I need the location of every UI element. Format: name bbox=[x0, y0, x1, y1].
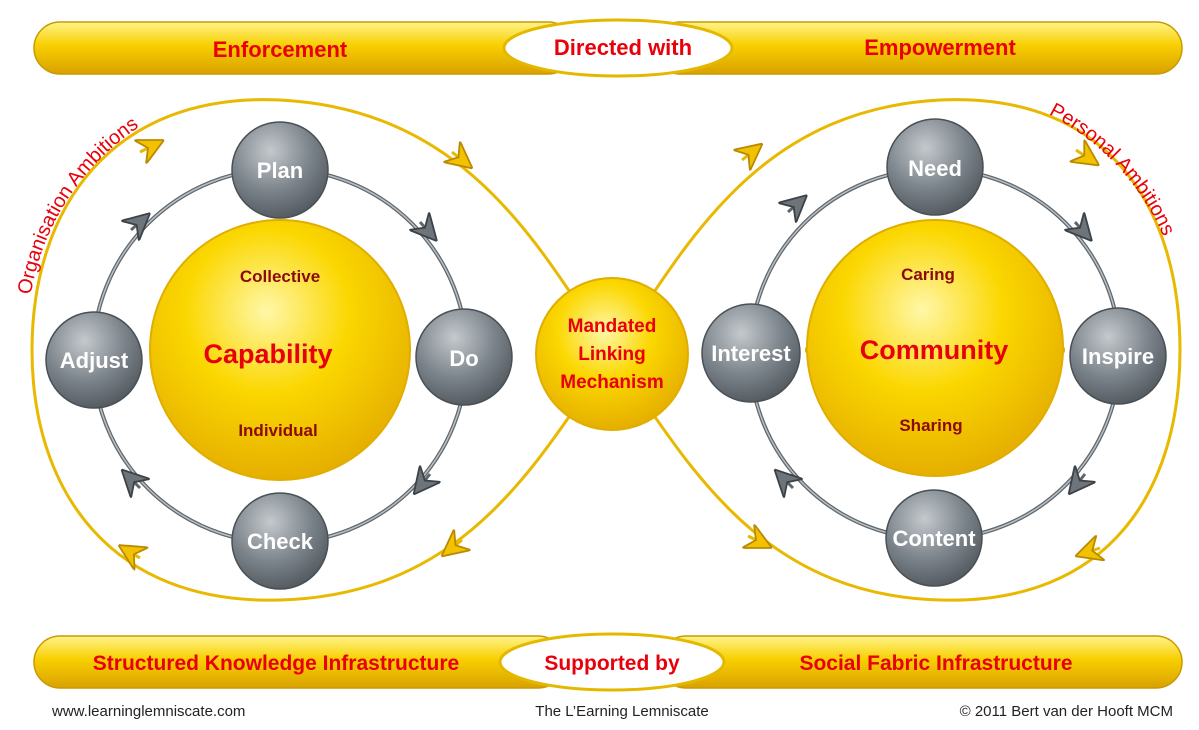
node-inspire bbox=[1069, 307, 1167, 405]
right-cycle: Caring Community Sharing Need Inspire Co… bbox=[701, 118, 1167, 587]
node-need bbox=[886, 118, 984, 216]
gold-arrow-right-top bbox=[1076, 150, 1088, 158]
node-adjust-label: Adjust bbox=[60, 348, 129, 373]
gold-arrow-right-lower-left bbox=[748, 536, 760, 542]
community-circle bbox=[806, 219, 1064, 477]
top-banner-center-label: Directed with bbox=[554, 35, 692, 60]
left-cycle: Collective Capability Individual Plan Do… bbox=[45, 121, 513, 590]
node-do bbox=[415, 308, 513, 406]
lemniscate-right-lobe bbox=[610, 98, 1182, 602]
node-content bbox=[885, 489, 983, 587]
node-content-label: Content bbox=[892, 526, 976, 551]
node-inspire-label: Inspire bbox=[1082, 344, 1154, 369]
node-interest-label: Interest bbox=[711, 341, 791, 366]
node-check-label: Check bbox=[247, 529, 314, 554]
community-title: Community bbox=[860, 335, 1009, 365]
arc-label-right: Personal Ambitions bbox=[1046, 99, 1179, 239]
footer: www.learninglemniscate.com The L’Earning… bbox=[51, 703, 1173, 720]
capability-circle bbox=[149, 219, 411, 481]
hub-line3: Mechanism bbox=[560, 372, 663, 393]
node-do-label: Do bbox=[449, 346, 478, 371]
bottom-banner-center-label: Supported by bbox=[544, 652, 680, 675]
grey-arrow-right-ne bbox=[1075, 222, 1083, 231]
lemniscate-loop bbox=[30, 98, 1182, 602]
gold-arrow-left-lower-right bbox=[452, 540, 462, 548]
capability-title: Capability bbox=[203, 339, 332, 369]
grey-arrow-right-se bbox=[1077, 474, 1085, 484]
node-interest bbox=[701, 303, 801, 403]
top-banner-left-label: Enforcement bbox=[213, 37, 348, 62]
community-bottom-label: Sharing bbox=[899, 416, 962, 435]
grey-arrow-left-se bbox=[422, 474, 430, 484]
community-top-label: Caring bbox=[901, 265, 955, 284]
gold-arrow-left-bottom bbox=[130, 552, 140, 558]
lemniscate-left-lobe bbox=[30, 98, 614, 602]
top-banner-center-oval bbox=[502, 18, 734, 78]
node-need-label: Need bbox=[908, 156, 962, 181]
node-plan-label: Plan bbox=[257, 158, 303, 183]
grey-arrow-left-ne bbox=[420, 222, 428, 231]
footer-title: The L’Earning Lemniscate bbox=[535, 703, 708, 720]
arc-label-left: Organisation Ambitions bbox=[14, 113, 142, 296]
grey-arrow-right-sw bbox=[784, 479, 793, 488]
hub-line2: Linking bbox=[578, 344, 646, 365]
footer-website: www.learninglemniscate.com bbox=[51, 703, 245, 720]
grey-arrow-left-nw bbox=[131, 222, 140, 230]
bottom-banner-left-label: Structured Knowledge Infrastructure bbox=[93, 652, 459, 675]
gold-arrow-left-upper-right bbox=[452, 152, 462, 160]
bottom-banner-center-oval bbox=[498, 632, 726, 692]
gold-arrow-right-bottom bbox=[1088, 548, 1100, 552]
gold-arrow-left-top bbox=[140, 146, 152, 152]
node-plan bbox=[231, 121, 329, 219]
footer-copyright: © 2011 Bert van der Hooft MCM bbox=[960, 703, 1173, 720]
node-check bbox=[231, 492, 329, 590]
grey-arrow-left-sw bbox=[131, 479, 140, 488]
hub-circle bbox=[535, 277, 689, 431]
top-banner-right-label: Empowerment bbox=[864, 35, 1016, 60]
hub-line1: Mandated bbox=[568, 316, 657, 337]
gold-arrow-right-upper-left bbox=[742, 152, 752, 160]
top-banner: Enforcement Directed with Empowerment bbox=[33, 18, 1183, 78]
bottom-banner-right-label: Social Fabric Infrastructure bbox=[799, 652, 1072, 675]
capability-top-label: Collective bbox=[240, 267, 320, 286]
bottom-banner: Structured Knowledge Infrastructure Supp… bbox=[33, 632, 1183, 692]
grey-arrow-right-nw bbox=[788, 204, 797, 212]
center-hub: Mandated Linking Mechanism bbox=[535, 277, 689, 431]
capability-bottom-label: Individual bbox=[238, 421, 317, 440]
node-adjust bbox=[45, 311, 143, 409]
